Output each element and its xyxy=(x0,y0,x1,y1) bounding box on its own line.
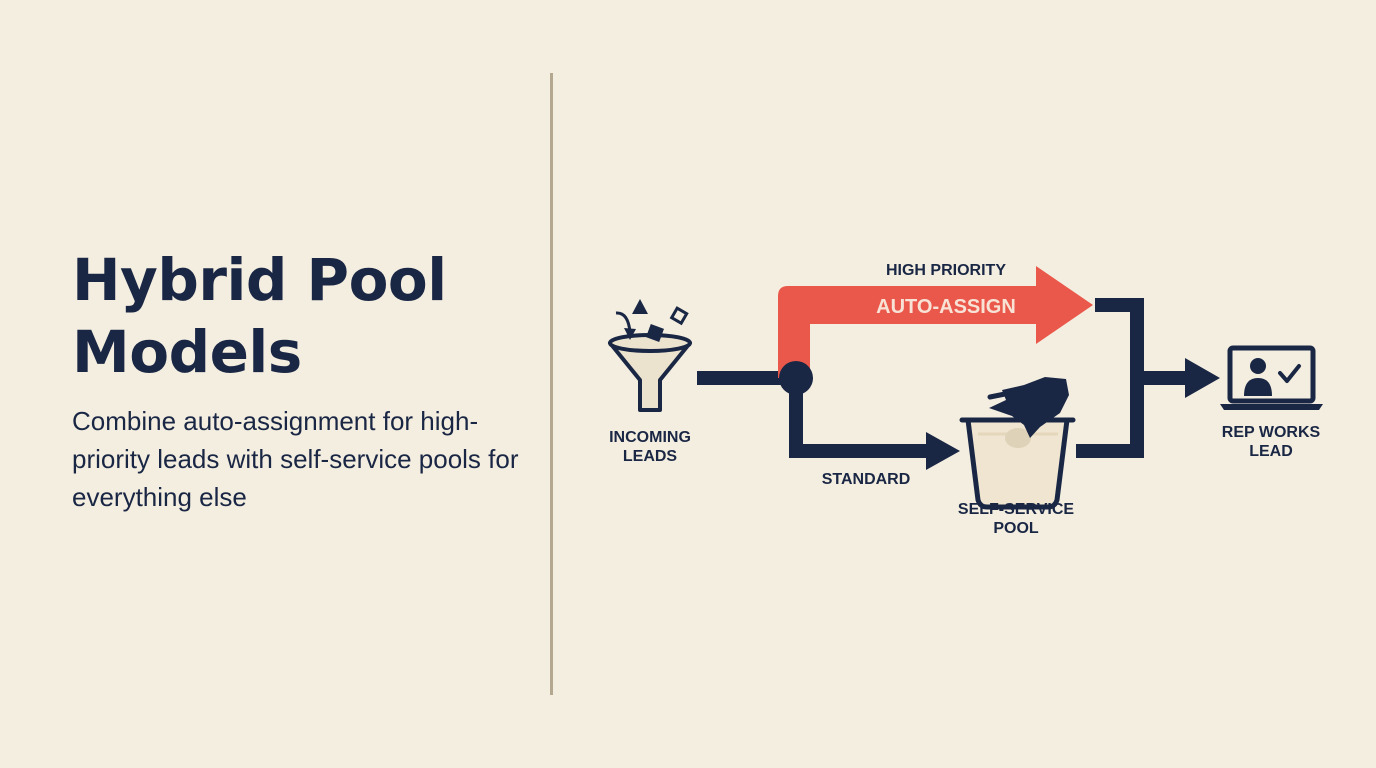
slide-subtitle: Combine auto-assignment for high-priorit… xyxy=(72,406,519,512)
incoming-label-line1: INCOMING xyxy=(609,429,691,446)
standard-label: STANDARD xyxy=(822,471,911,488)
vertical-divider xyxy=(550,73,553,695)
funnel-icon xyxy=(608,299,692,412)
junction-node xyxy=(779,361,813,395)
auto-assign-label: AUTO-ASSIGN xyxy=(876,296,1016,318)
auto-assign-merge-path xyxy=(1076,298,1144,458)
merge-arrowhead xyxy=(1185,358,1220,398)
rep-label-line2: LEAD xyxy=(1249,443,1293,460)
auto-assign-arrow xyxy=(778,266,1093,378)
incoming-label-line2: LEADS xyxy=(623,448,678,465)
standard-arrowhead xyxy=(926,432,960,470)
laptop-user-icon xyxy=(1220,345,1323,410)
high-priority-label: HIGH PRIORITY xyxy=(886,262,1006,279)
standard-path xyxy=(789,390,932,458)
rep-label-line1: REP WORKS xyxy=(1222,424,1321,441)
slide-title: Hybrid Pool Models xyxy=(72,246,447,386)
pool-label-line1: SELF-SERVICE xyxy=(958,501,1075,518)
basket-hand-icon xyxy=(959,377,1076,510)
pool-label-line2: POOL xyxy=(993,520,1039,537)
